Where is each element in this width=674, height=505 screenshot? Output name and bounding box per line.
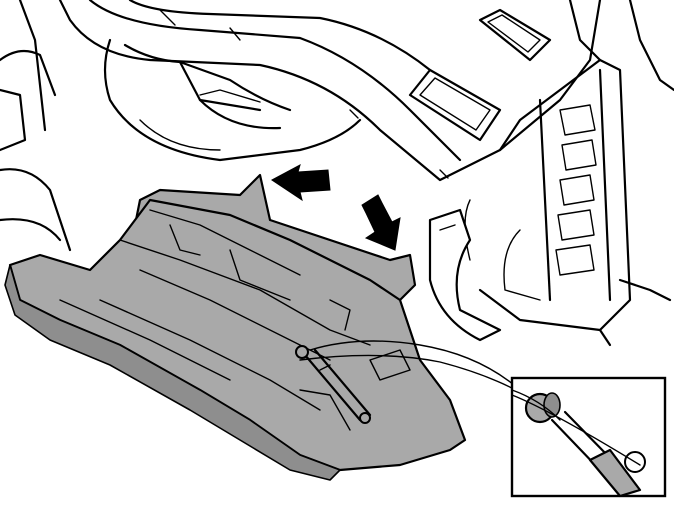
pointer-line-2 [299,354,526,396]
glovebox [4,173,467,481]
dashboard-cavity [103,38,362,162]
latch-bracket [428,208,502,342]
detail-inset [510,376,667,498]
down-right-arrow-icon [361,194,401,251]
dashboard-shell [0,0,602,252]
pointer-line [309,340,521,391]
left-arrow-icon [271,164,331,202]
air-vent [408,8,552,142]
center-console-panel [464,0,674,347]
